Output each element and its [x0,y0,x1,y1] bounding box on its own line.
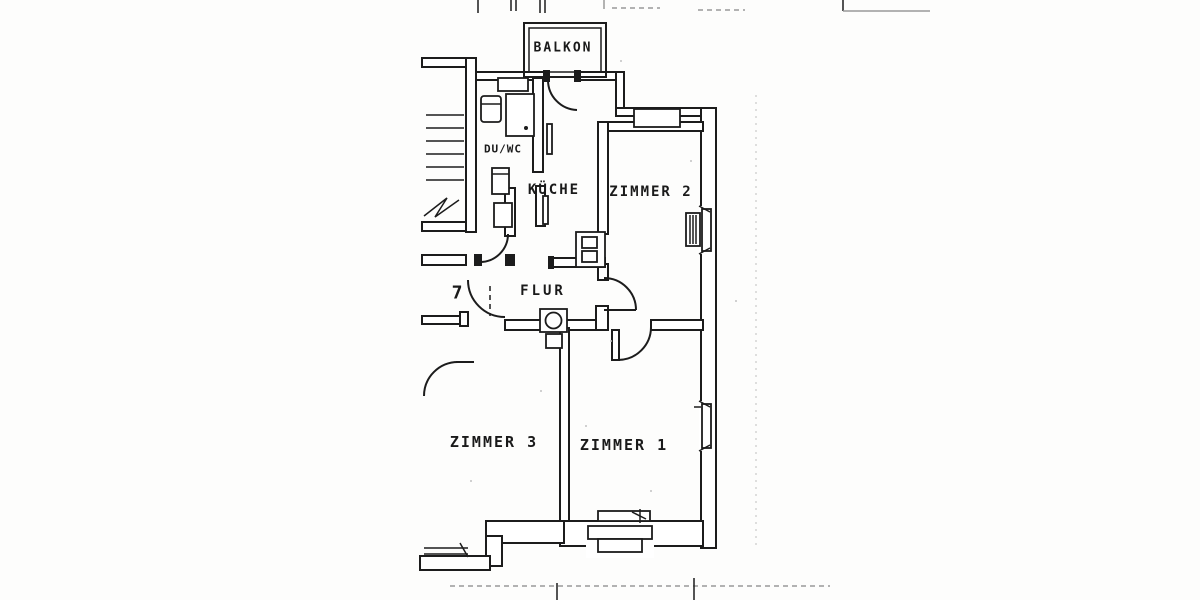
kitchen-radiator-icon [542,195,549,225]
duwc-window [497,77,529,92]
room-label-zimmer3: ZIMMER 3 [449,433,539,451]
zimmer3-door [423,361,459,397]
zimmer3-window [424,542,469,558]
balcony [523,22,607,82]
wall-zimmer1-top [650,319,704,331]
zimmer1-door-leaf [611,329,620,361]
zimmer1-door [617,326,652,361]
wall-bottom-left [419,555,491,571]
door-post [595,305,609,331]
entrance-door [467,279,506,318]
wc-icon [491,167,510,195]
room-label-duwc: DU/WC [483,142,523,156]
zimmer1-bottom-window [586,509,654,558]
wall-flur-bottom [504,319,544,331]
bathroom-door [479,233,509,263]
wall-zimmer2-left [597,121,609,235]
room-label-kueche: KÜCHE [527,182,581,198]
wall-z3-z1-divider [559,327,570,527]
wall-zimmer3-bottom [485,520,565,544]
balcony-door [547,79,578,111]
wall-duwc-left [465,57,477,233]
radiator-icon [685,212,701,247]
zimmer2-door [603,277,637,311]
pipe-shaft-icon [539,308,568,349]
zimmer1-window [694,400,718,452]
room-label-zimmer2: ZIMMER 2 [609,184,693,200]
wall-flur-bottom [564,319,601,331]
stair-break-line [423,197,460,218]
entrance-jamb [459,311,469,327]
room-label-zimmer1: ZIMMER 1 [579,436,669,454]
scan-marks [450,0,930,600]
windows [424,77,718,558]
shower-tray-icon [505,93,535,137]
radiator-icon [597,509,651,523]
staircase [421,114,467,266]
walls [419,57,717,571]
zimmer2-top-window [633,108,681,128]
kitchen-radiator-icon [546,123,553,155]
wash-basin-icon [480,95,502,123]
unit-number-label: 7 [451,282,465,304]
room-label-balkon: BALKON [533,40,593,56]
zimmer2-window [685,205,718,255]
chimney-flue-icon [575,231,606,268]
washer-icon [493,202,513,228]
room-label-flur: FLUR [520,283,566,299]
fixtures [480,93,606,349]
doors [423,79,652,397]
